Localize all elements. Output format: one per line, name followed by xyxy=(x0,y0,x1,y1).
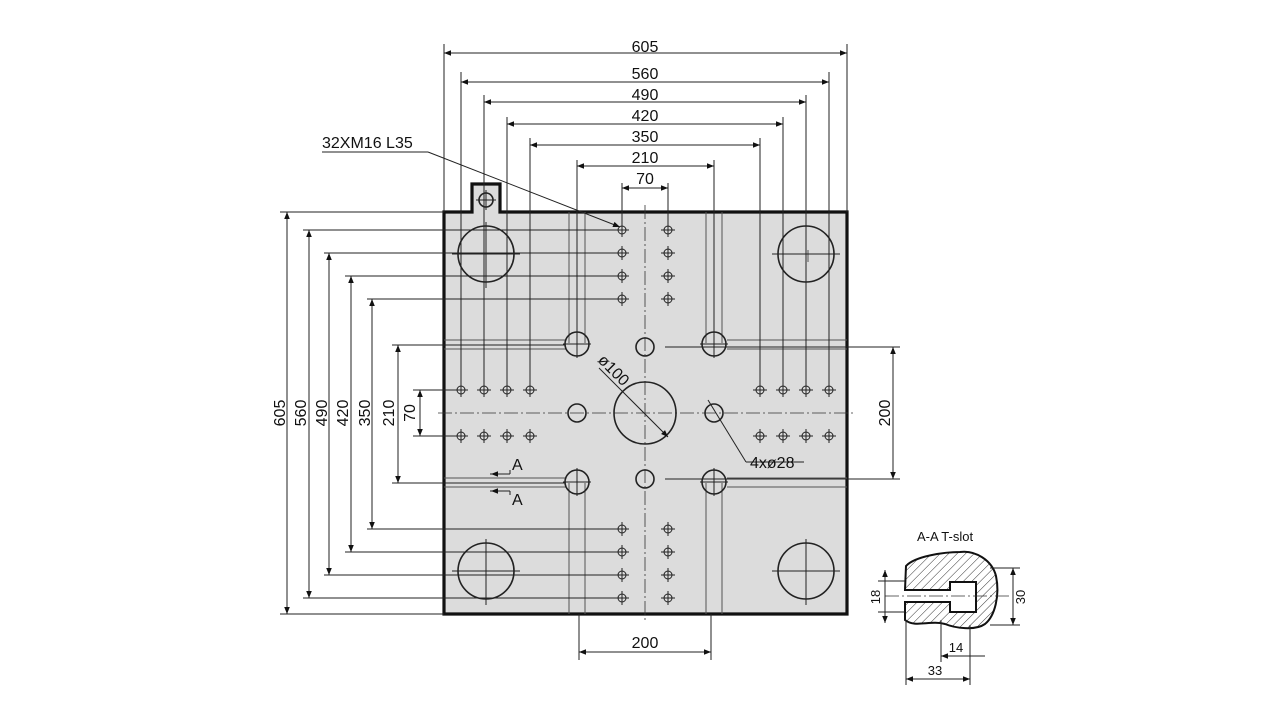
t-slots xyxy=(444,212,847,614)
dim-top-605: 605 xyxy=(632,39,659,56)
dim-top-70: 70 xyxy=(636,171,654,188)
tslot-dim-33: 33 xyxy=(928,663,942,678)
dim-left-350: 350 xyxy=(357,400,374,427)
dim-bottom-200: 200 xyxy=(632,635,659,652)
section-marks: A A xyxy=(490,457,523,509)
side-holes xyxy=(563,330,804,496)
dim-top-210: 210 xyxy=(632,150,659,167)
platen-plate xyxy=(442,182,849,616)
side-holes-label: 4xø28 xyxy=(750,455,795,472)
dim-left-210: 210 xyxy=(381,400,398,427)
top-dimensions: 605 560 490 420 350 210 70 xyxy=(443,39,848,392)
dim-top-560: 560 xyxy=(632,66,659,83)
tslot-dim-18: 18 xyxy=(868,590,883,604)
right-dimension: 200 xyxy=(665,346,900,480)
tslot-dim-14: 14 xyxy=(949,640,963,655)
dim-left-420: 420 xyxy=(335,400,352,427)
dim-top-420: 420 xyxy=(632,108,659,125)
dim-left-605: 605 xyxy=(272,400,289,427)
dim-right-200: 200 xyxy=(877,400,894,427)
lug-hole xyxy=(476,190,496,210)
center-bore xyxy=(598,367,677,445)
dim-left-70: 70 xyxy=(402,404,419,422)
section-title: A-A T-slot xyxy=(917,529,974,544)
section-mark-bottom: A xyxy=(512,492,523,509)
dim-left-490: 490 xyxy=(314,400,331,427)
thread-leader: 32XM16 L35 xyxy=(322,135,621,228)
tslot-section-detail: A-A T-slot 18 30 14 33 xyxy=(868,529,1028,685)
thread-label: 32XM16 L35 xyxy=(322,135,413,152)
dim-top-490: 490 xyxy=(632,87,659,104)
section-mark-top: A xyxy=(512,457,523,474)
dim-top-350: 350 xyxy=(632,129,659,146)
dim-left-560: 560 xyxy=(293,400,310,427)
tslot-dim-30: 30 xyxy=(1013,590,1028,604)
bottom-dimension: 200 xyxy=(578,614,712,660)
left-dimensions: 605 560 490 420 350 210 70 xyxy=(272,211,622,615)
